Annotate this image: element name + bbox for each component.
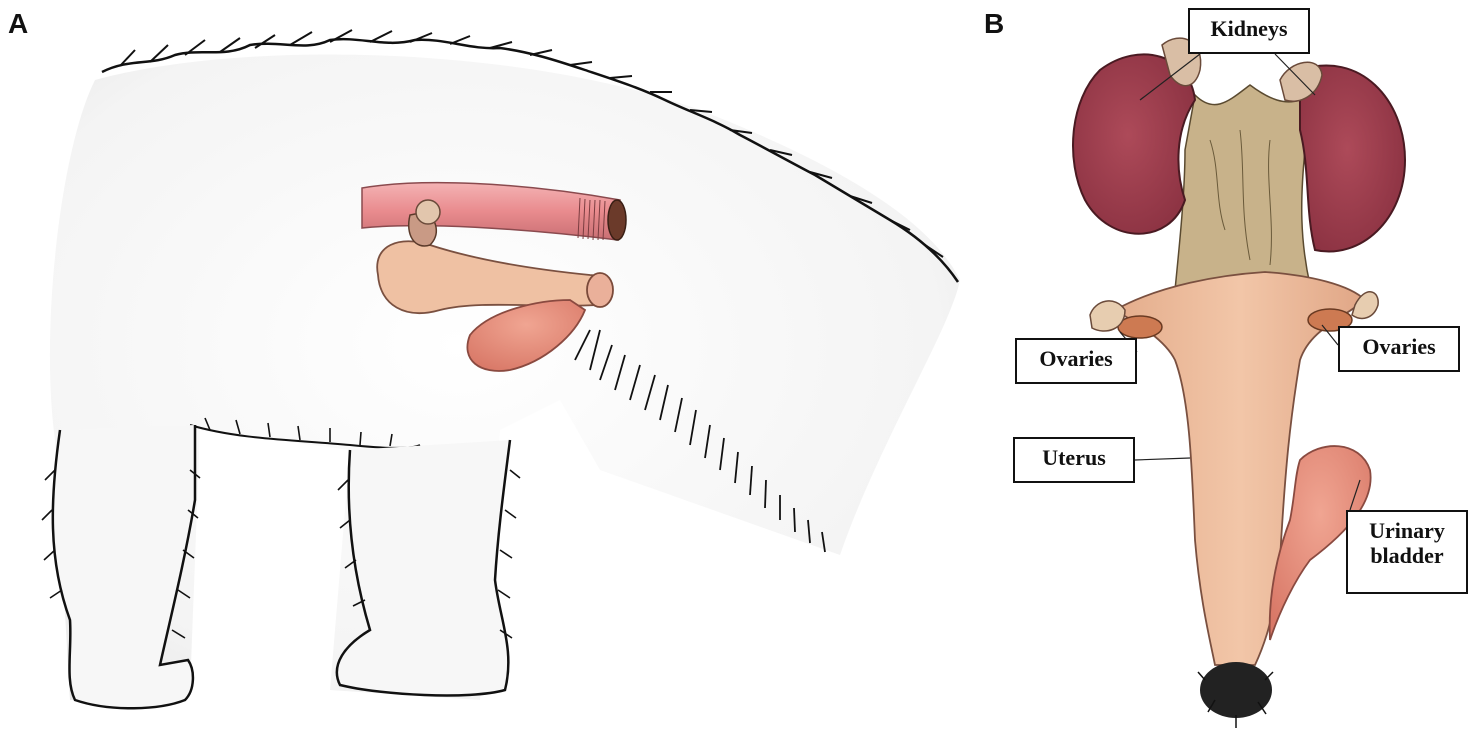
leader-kidneys-right [1274,53,1316,96]
cloaca-hair [1197,662,1274,728]
ovary-right [1307,291,1379,332]
label-urinary-bladder: Urinary bladder [1346,510,1468,594]
animal-body-side-view [41,29,960,710]
label-kidneys: Kidneys [1188,8,1310,54]
ovary-left [1089,300,1163,339]
bladder-side-view [466,299,587,372]
panel-letter-b: B [984,8,1005,39]
mesentery [1174,84,1311,291]
leader-ovaries-right [1321,324,1339,346]
leader-bladder [1349,479,1361,511]
genital-tract-side-view [376,199,614,314]
leader-kidneys-left [1139,53,1201,101]
label-ovaries-left: Ovaries [1015,338,1137,384]
urinary-bladder [1268,445,1372,641]
panel-letter-a: A [8,8,29,39]
label-ovaries-right: Ovaries [1338,326,1460,372]
label-uterus: Uterus [1013,437,1135,483]
leader-uterus [1134,457,1191,461]
kidney-right [1299,64,1407,253]
